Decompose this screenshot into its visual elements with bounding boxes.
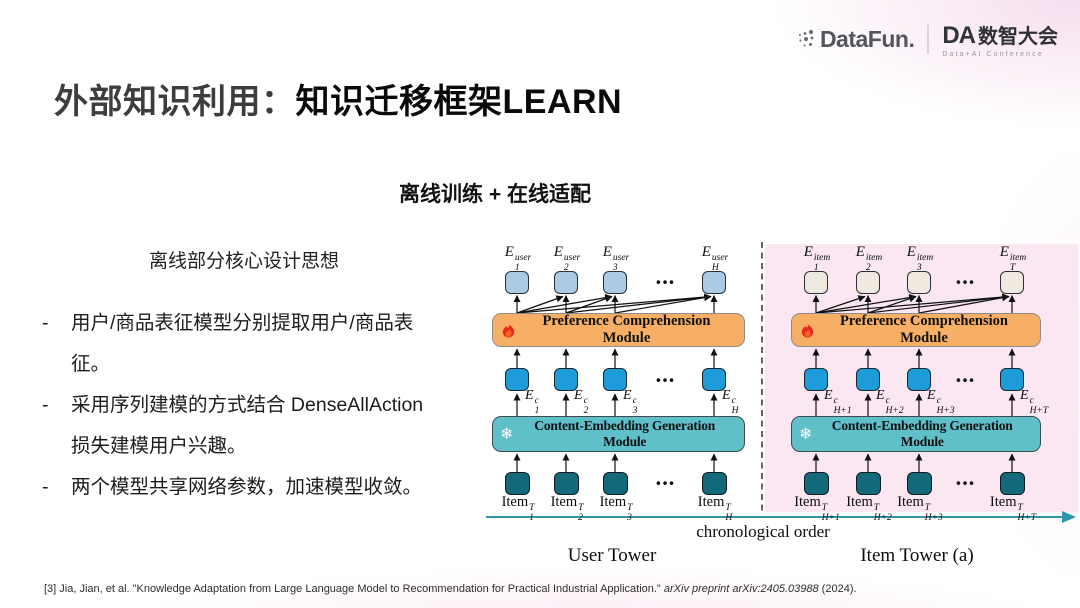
- item-input-square: [856, 472, 881, 495]
- item-embedding-square: [907, 271, 931, 294]
- da-subtitle: Data+AI Conference: [942, 51, 1044, 58]
- ellipsis: •••: [956, 475, 976, 491]
- content-embedding-square: [804, 368, 828, 391]
- user-embedding-square: [702, 271, 726, 294]
- datafun-wordmark: DataFun.: [819, 25, 915, 52]
- user-embedding-square: [505, 271, 529, 294]
- page-title: 外部知识利用：知识迁移框架LEARN: [54, 83, 623, 121]
- list-item: - 两个模型共享网络参数，加速模型收敛。: [42, 476, 423, 498]
- snowflake-icon: ❄: [799, 424, 813, 443]
- left-panel-heading: 离线部分核心设计思想: [148, 251, 339, 272]
- list-item: - 采用序列建模的方式结合 DenseAllAction 损失建模用户兴趣。: [42, 394, 424, 457]
- snowflake-icon: ❄: [500, 424, 514, 443]
- content-embedding-square: [907, 368, 931, 391]
- content-embedding-square: [1000, 368, 1024, 391]
- content-embedding-square: [856, 368, 880, 391]
- da-conference-logo: DA 数智大会 Data+AI Conference: [942, 20, 1058, 58]
- item-input-square: [907, 472, 932, 495]
- item-input-square: [505, 472, 530, 495]
- ellipsis: •••: [656, 372, 676, 388]
- content-embedding-generation-module: ❄ Content-Embedding Generation Module: [791, 416, 1041, 452]
- item-input-square: [554, 472, 579, 495]
- ellipsis: •••: [656, 475, 676, 491]
- content-embedding-square: [554, 368, 578, 391]
- fire-icon: [799, 321, 816, 340]
- preference-comprehension-module: Preference Comprehension Module: [492, 313, 745, 347]
- module-label: Content-Embedding Generation Module: [534, 418, 716, 449]
- content-embedding-square: [603, 368, 627, 391]
- preference-comprehension-module: Preference Comprehension Module: [791, 313, 1041, 347]
- datafun-logo: DataFun.: [796, 25, 915, 53]
- content-embedding-square: [505, 368, 529, 391]
- diagram-connectors: [486, 242, 1076, 523]
- module-label: Preference Comprehension Module: [542, 313, 711, 346]
- list-item: - 用户/商品表征模型分别提取用户/商品表征。: [42, 312, 414, 375]
- section-subtitle: 离线训练 + 在线适配: [399, 183, 591, 206]
- item-embedding-square: [804, 271, 828, 294]
- user-embedding-square: [554, 271, 578, 294]
- da-mark: DA: [942, 22, 976, 49]
- bullet-list: - 用户/商品表征模型分别提取用户/商品表征。 - 采用序列建模的方式结合 De…: [42, 303, 444, 508]
- item-tower-label: Item Tower (a): [860, 545, 974, 566]
- content-embedding-square: [702, 368, 726, 391]
- datafun-dots-icon: [798, 30, 814, 47]
- module-label: Content-Embedding Generation Module: [831, 418, 1013, 449]
- item-embedding-square: [856, 271, 880, 294]
- header-logos: DataFun. DA 数智大会 Data+AI Conference: [796, 20, 1058, 58]
- logo-separator: [927, 24, 930, 54]
- fire-icon: [500, 321, 517, 340]
- axis-label: chronological order: [696, 522, 830, 541]
- citation: [3] Jia, Jian, et al. "Knowledge Adaptat…: [44, 583, 857, 595]
- da-title: 数智大会: [978, 26, 1058, 48]
- item-input-square: [1000, 472, 1025, 495]
- ellipsis: •••: [956, 372, 976, 388]
- item-input-square: [702, 472, 727, 495]
- ellipsis: •••: [956, 274, 976, 290]
- module-label: Preference Comprehension Module: [840, 313, 1008, 346]
- item-input-square: [804, 472, 829, 495]
- ellipsis: •••: [656, 274, 676, 290]
- user-embedding-square: [603, 271, 627, 294]
- content-embedding-generation-module: ❄ Content-Embedding Generation Module: [492, 416, 745, 452]
- item-embedding-square: [1000, 271, 1024, 294]
- item-input-square: [603, 472, 628, 495]
- user-tower-label: User Tower: [567, 545, 657, 566]
